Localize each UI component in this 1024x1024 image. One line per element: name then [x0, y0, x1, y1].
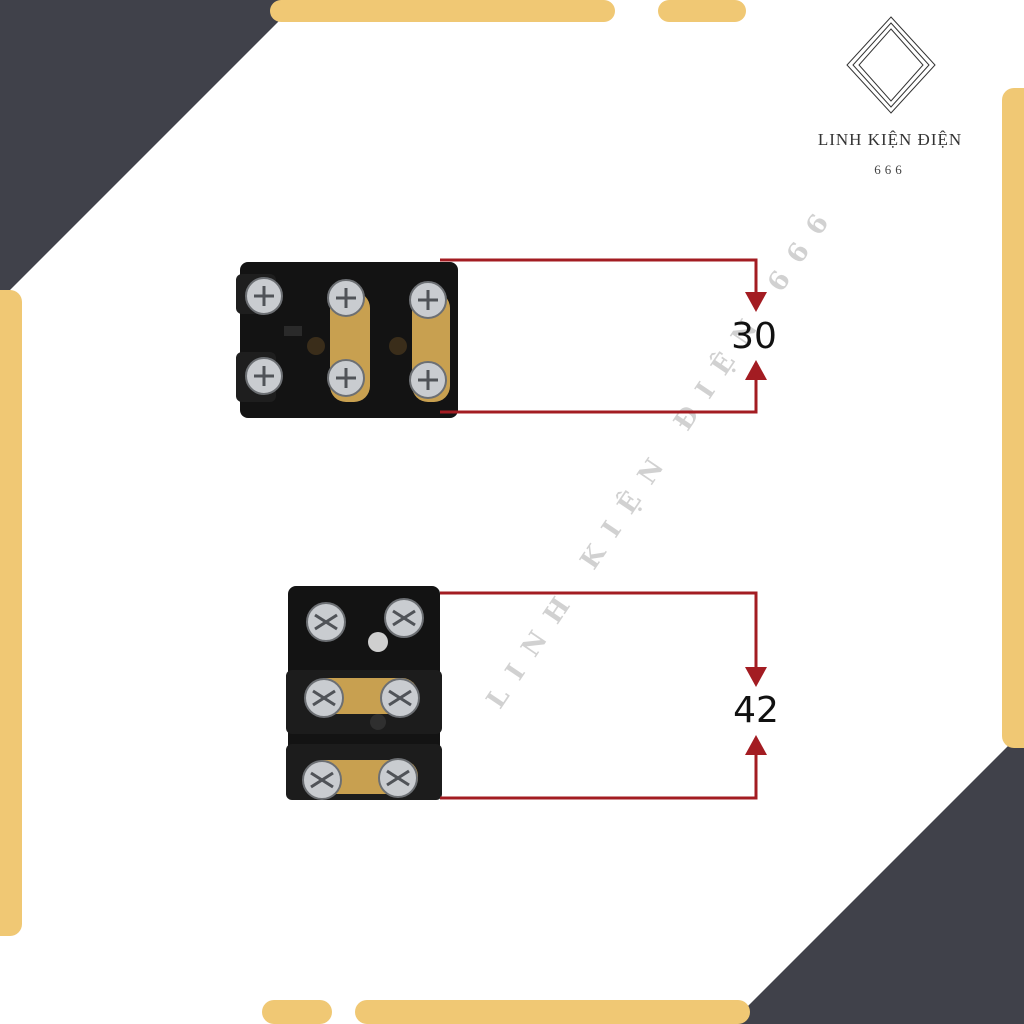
top-dimension-label: 30: [731, 316, 777, 357]
top-arrow-down-icon: [745, 292, 767, 312]
top-dimension-upper-line: [440, 258, 758, 300]
top-accent-bar-short: [658, 0, 746, 22]
brand-name: LINH KIỆN ĐIỆN: [817, 130, 963, 149]
nested-diamond-logo-icon: [846, 16, 936, 114]
bottom-accent-bar-long: [355, 1000, 750, 1024]
bottom-dimension-upper-line: [440, 591, 758, 675]
bottom-dimension-label: 42: [733, 690, 779, 731]
switch-block-small: [236, 262, 458, 418]
top-accent-bar-long: [270, 0, 615, 22]
top-dimension-lower-line: [440, 372, 758, 414]
bottom-right-corner: [730, 730, 1024, 1024]
top-left-corner: [0, 0, 300, 300]
switch-block-large: [286, 586, 442, 800]
brand-number: 666: [874, 162, 906, 177]
left-accent-bar: [0, 290, 22, 936]
bottom-dimension-lower-line: [440, 746, 758, 800]
bottom-accent-bar-short: [262, 1000, 332, 1024]
bottom-arrow-up-icon: [745, 735, 767, 755]
bottom-arrow-down-icon: [745, 667, 767, 687]
right-accent-bar: [1002, 88, 1024, 748]
top-arrow-up-icon: [745, 360, 767, 380]
